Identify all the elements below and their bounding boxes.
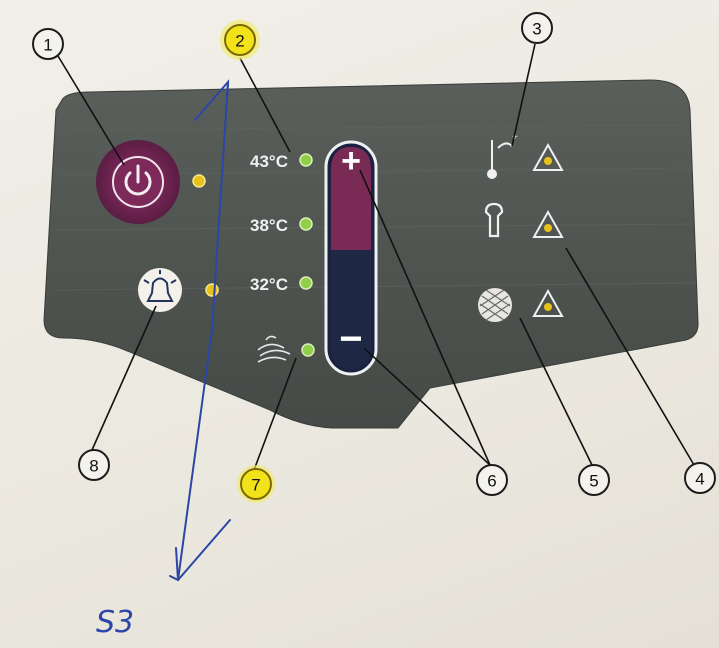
warning-triangle-icon	[532, 288, 564, 317]
svg-text:+: +	[512, 132, 518, 143]
callout-7: 7	[237, 465, 275, 503]
wrench-icon	[484, 202, 504, 238]
warning-triangle-icon	[532, 142, 564, 171]
temp-label-43: 43°C	[250, 152, 288, 171]
warning-triangle-icon	[532, 209, 564, 238]
handwritten-arrow	[169, 79, 231, 582]
filter-icon	[478, 288, 512, 322]
temp-led-38	[299, 217, 313, 231]
temp-led-32	[299, 276, 313, 290]
temp-label-38: 38°C	[250, 216, 288, 235]
temp-label-32: 32°C	[250, 275, 288, 294]
callout-5: 5	[578, 464, 610, 496]
alarm-indicator-led	[205, 283, 219, 297]
callout-3-label: 3	[532, 20, 541, 39]
temp-led-43	[299, 153, 313, 167]
callout-7-label: 7	[251, 476, 260, 495]
fan-led	[301, 343, 315, 357]
handwritten-note: S3	[96, 605, 134, 640]
callout-3: 3	[521, 12, 553, 44]
callout-8: 8	[78, 449, 110, 481]
power-indicator-led	[192, 174, 206, 188]
thermometer-icon: +	[487, 132, 518, 179]
plus-button[interactable]: +	[341, 142, 361, 180]
callout-6: 6	[476, 464, 508, 496]
power-button[interactable]	[96, 140, 180, 224]
leader-lines	[57, 43, 695, 471]
alarm-button[interactable]	[138, 268, 182, 312]
minus-button[interactable]: −	[339, 317, 362, 361]
callout-2-label: 2	[235, 32, 244, 51]
callout-1-label: 1	[43, 36, 52, 55]
callout-4-label: 4	[695, 470, 704, 489]
alarm-bell-icon	[143, 270, 177, 302]
temperature-bar[interactable]	[324, 140, 378, 376]
callout-5-label: 5	[589, 472, 598, 491]
callout-6-label: 6	[487, 472, 496, 491]
callout-2: 2	[220, 20, 260, 60]
power-icon	[124, 164, 152, 196]
callout-4: 4	[684, 462, 716, 494]
fan-icon	[257, 335, 291, 363]
callout-8-label: 8	[89, 457, 98, 476]
callout-1: 1	[32, 28, 64, 60]
